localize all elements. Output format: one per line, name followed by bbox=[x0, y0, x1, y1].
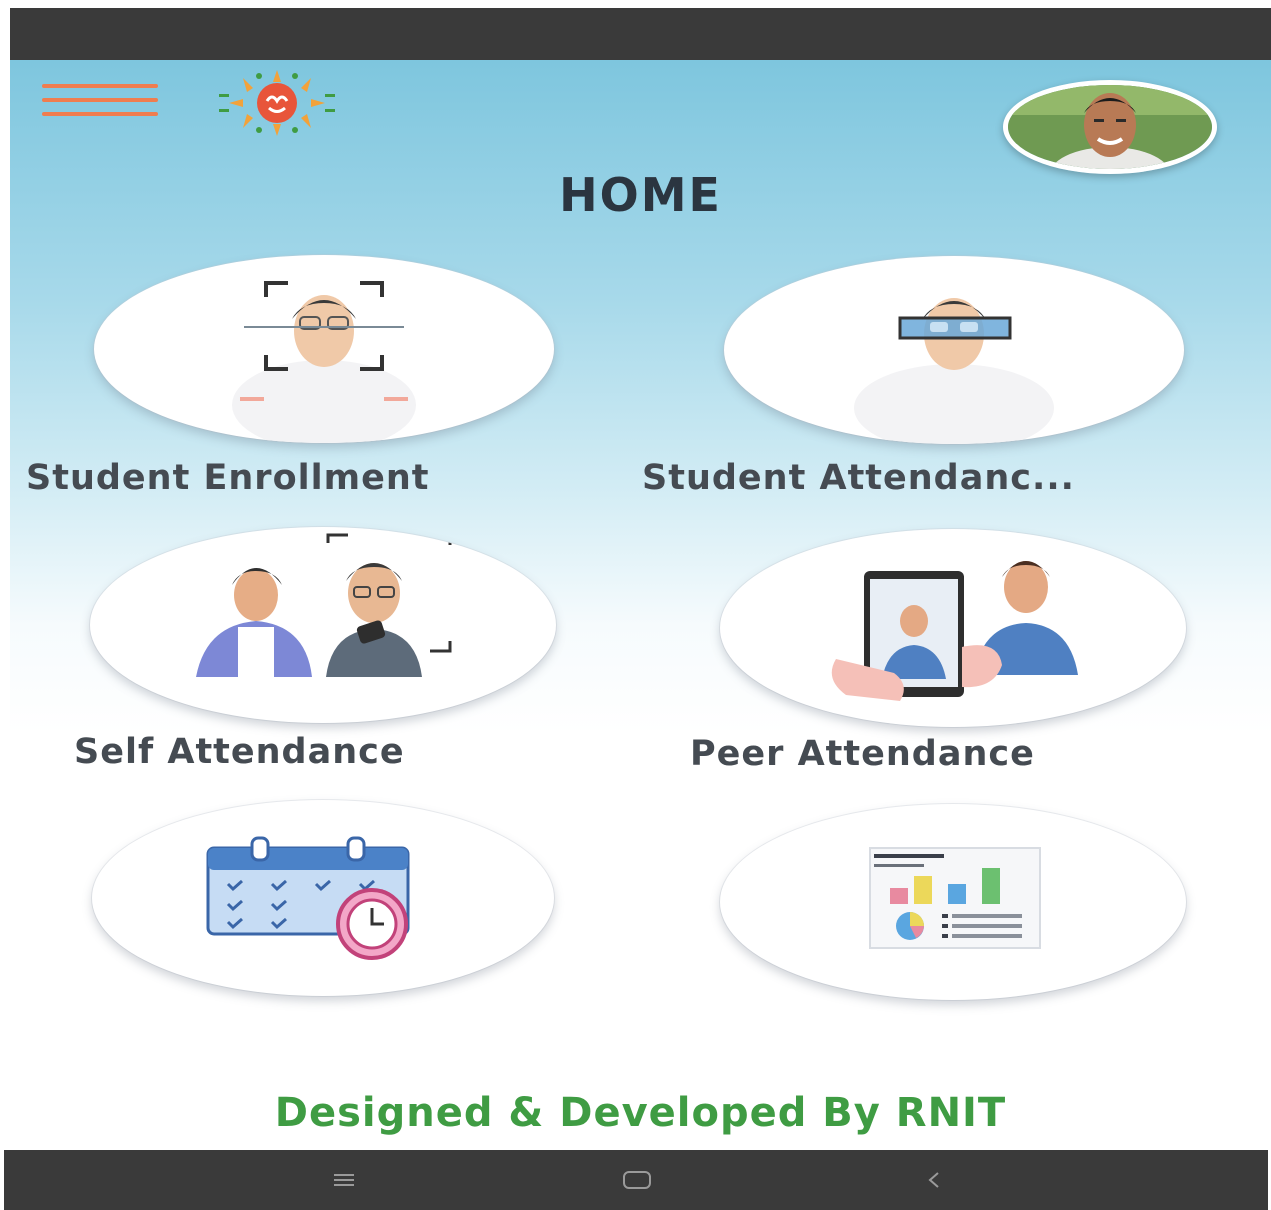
sun-logo-icon bbox=[215, 68, 339, 138]
recent-apps-icon[interactable] bbox=[304, 1150, 384, 1210]
nav-bar bbox=[4, 1150, 1268, 1210]
tile-circle bbox=[92, 800, 554, 996]
tile-circle bbox=[724, 256, 1184, 444]
tile-circle bbox=[720, 529, 1186, 727]
home-icon[interactable] bbox=[597, 1150, 677, 1210]
tile-label: Student Attendanc... bbox=[642, 458, 1075, 498]
app-screen: HOME Student Enrollment bbox=[10, 60, 1271, 1147]
tile-label: Self Attendance bbox=[74, 732, 405, 772]
report-charts-icon bbox=[869, 847, 1041, 949]
back-icon[interactable] bbox=[894, 1150, 974, 1210]
status-bar bbox=[10, 8, 1271, 60]
hamburger-menu-icon[interactable] bbox=[42, 82, 158, 118]
peer-photo-capture-icon bbox=[831, 561, 1078, 701]
tile-circle bbox=[94, 255, 554, 443]
tile-label: Student Enrollment bbox=[26, 458, 430, 498]
face-recognition-icon bbox=[854, 298, 1054, 444]
selfie-face-scan-icon bbox=[196, 533, 452, 677]
user-avatar[interactable] bbox=[1003, 80, 1217, 174]
tile-circle bbox=[720, 804, 1186, 1000]
page-title: HOME bbox=[559, 168, 722, 222]
tile-label: Peer Attendance bbox=[690, 734, 1035, 774]
footer-credit: Designed & Developed By RNIT bbox=[274, 1090, 1007, 1136]
face-scan-enrollment-icon bbox=[232, 281, 416, 443]
calendar-clock-icon bbox=[206, 836, 410, 960]
tile-circle bbox=[90, 527, 556, 723]
